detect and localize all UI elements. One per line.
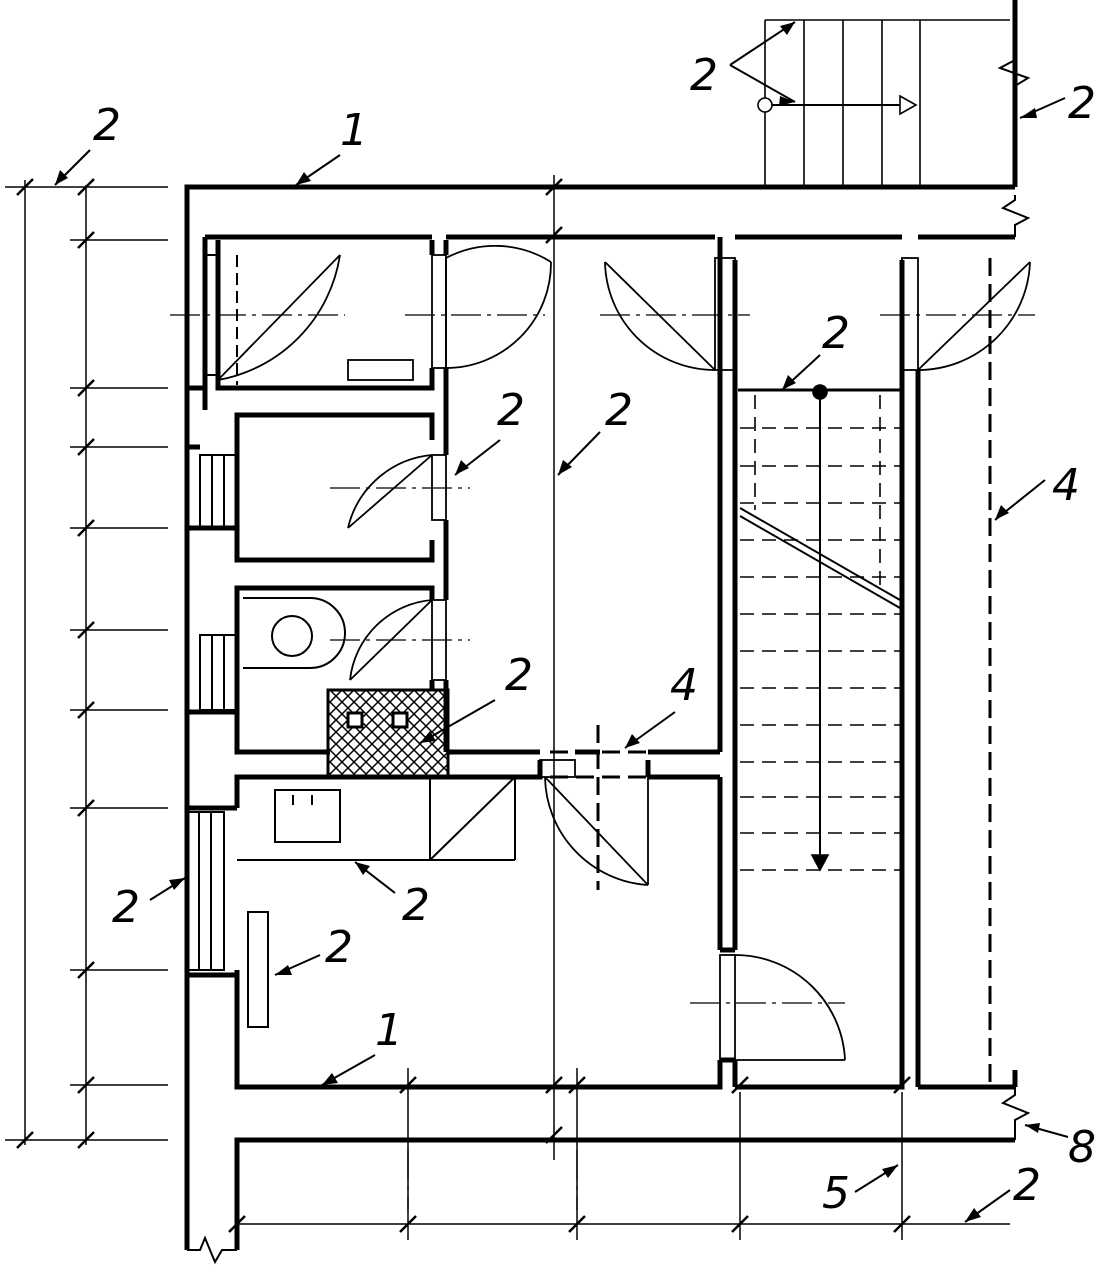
hidden-lines [550,258,992,1087]
callout-label: 2 [402,880,430,931]
walls [184,0,1018,1250]
callout-label: 2 [93,100,121,151]
callout-label: 2 [112,882,140,933]
interior-stair [738,384,901,872]
leader-arrowheads [55,22,1040,1222]
callout-label: 8 [1068,1122,1096,1173]
callout-label: 2 [690,50,718,101]
callout-labels: 2 2 2 1 2 2 2 4 2 4 2 2 2 1 8 5 2 [93,50,1096,1219]
external-stair [757,19,1010,187]
ventilation-block [326,688,450,778]
bottom-dimension-lines [235,175,1010,1240]
kitchen-equipment [237,776,516,1028]
callout-label: 2 [822,308,850,359]
bath-fixtures [243,597,346,669]
axis-lines [170,314,1035,1210]
callout-label: 2 [325,922,353,973]
callout-label: 1 [340,105,368,156]
callout-label: 2 [505,650,533,701]
callout-label: 2 [605,385,633,436]
callout-label: 2 [497,385,525,436]
callout-label: 5 [822,1168,850,1219]
left-dimension-ticks [16,178,95,1149]
windows-left [186,250,238,971]
callout-label: 4 [670,660,698,711]
doors [217,244,1031,1061]
left-dimension-lines [5,180,168,1145]
callout-label: 4 [1052,460,1080,511]
callout-label: 2 [1013,1160,1041,1211]
callout-label: 1 [375,1005,403,1056]
break-lines [187,45,1031,1265]
callout-label: 2 [1068,78,1096,129]
